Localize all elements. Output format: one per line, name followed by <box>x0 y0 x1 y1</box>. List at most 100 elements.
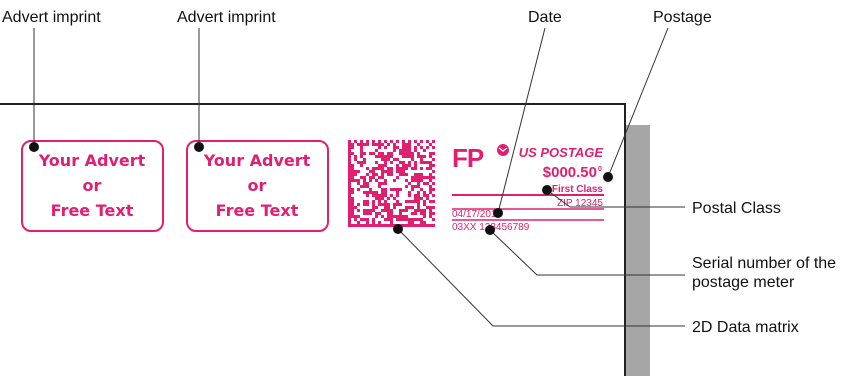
matrix-cell <box>399 173 402 176</box>
leader-serial <box>489 229 685 276</box>
matrix-cell <box>390 215 393 218</box>
matrix-cell <box>378 164 381 167</box>
matrix-cell <box>387 215 390 218</box>
matrix-cell <box>405 200 408 203</box>
matrix-cell <box>408 152 411 155</box>
matrix-cell <box>348 155 351 158</box>
matrix-cell <box>405 179 408 182</box>
matrix-cell <box>402 218 405 221</box>
matrix-cell <box>360 152 363 155</box>
postage-indicia: FP US POSTAGE $000.50 0 First Class ZIP … <box>452 143 604 233</box>
matrix-cell <box>390 161 393 164</box>
matrix-cell <box>390 209 393 212</box>
matrix-cell <box>396 146 399 149</box>
matrix-cell <box>354 215 357 218</box>
matrix-cell <box>420 197 423 200</box>
matrix-cell <box>369 152 372 155</box>
data-matrix <box>348 140 435 227</box>
matrix-cell <box>378 140 381 143</box>
zip-code: ZIP 12345 <box>557 198 603 209</box>
matrix-cell <box>351 209 354 212</box>
matrix-cell <box>384 191 387 194</box>
matrix-cell <box>414 161 417 164</box>
matrix-cell <box>387 143 390 146</box>
matrix-cell <box>405 218 408 221</box>
matrix-cell <box>363 224 366 227</box>
matrix-cell <box>381 188 384 191</box>
matrix-cell <box>351 203 354 206</box>
matrix-cell <box>348 161 351 164</box>
matrix-cell <box>384 170 387 173</box>
matrix-cell <box>414 197 417 200</box>
leader-matrix <box>397 228 685 327</box>
matrix-cell <box>402 155 405 158</box>
matrix-cell <box>417 203 420 206</box>
matrix-cell <box>372 173 375 176</box>
matrix-cell <box>414 185 417 188</box>
matrix-cell <box>417 155 420 158</box>
matrix-cell <box>363 161 366 164</box>
matrix-cell <box>417 152 420 155</box>
matrix-cell <box>372 200 375 203</box>
matrix-cell <box>414 146 417 149</box>
matrix-cell <box>432 212 435 215</box>
matrix-cell <box>357 209 360 212</box>
matrix-cell <box>363 209 366 212</box>
matrix-cell <box>405 224 408 227</box>
matrix-cell <box>414 218 417 221</box>
matrix-cell <box>381 209 384 212</box>
matrix-cell <box>387 209 390 212</box>
matrix-cell <box>360 143 363 146</box>
matrix-cell <box>366 167 369 170</box>
matrix-cell <box>384 158 387 161</box>
matrix-cell <box>366 191 369 194</box>
postage-amount-suffix: 0 <box>598 166 602 173</box>
label-date: Date <box>528 9 562 26</box>
matrix-cell <box>411 224 414 227</box>
matrix-cell <box>390 155 393 158</box>
matrix-cell <box>354 155 357 158</box>
matrix-cell <box>348 140 351 143</box>
matrix-cell <box>429 152 432 155</box>
matrix-cell <box>432 140 435 143</box>
matrix-cell <box>399 218 402 221</box>
matrix-cell <box>354 140 357 143</box>
matrix-cell <box>372 167 375 170</box>
matrix-cell <box>426 224 429 227</box>
matrix-cell <box>366 185 369 188</box>
matrix-cell <box>351 215 354 218</box>
dot-advert-2 <box>194 142 204 152</box>
matrix-cell <box>420 218 423 221</box>
matrix-cell <box>405 143 408 146</box>
matrix-cell <box>396 203 399 206</box>
leader-date <box>497 27 546 214</box>
matrix-cell <box>354 179 357 182</box>
matrix-cell <box>423 215 426 218</box>
matrix-cell <box>351 191 354 194</box>
matrix-cell <box>357 203 360 206</box>
matrix-cell <box>387 206 390 209</box>
matrix-cell <box>372 140 375 143</box>
matrix-cell <box>414 209 417 212</box>
matrix-cell <box>372 143 375 146</box>
matrix-cell <box>417 194 420 197</box>
matrix-cell <box>411 179 414 182</box>
matrix-cell <box>405 167 408 170</box>
matrix-cell <box>378 176 381 179</box>
matrix-cell <box>399 203 402 206</box>
matrix-cell <box>429 185 432 188</box>
matrix-cell <box>411 155 414 158</box>
matrix-cell <box>402 173 405 176</box>
matrix-cell <box>396 140 399 143</box>
matrix-cell <box>384 224 387 227</box>
matrix-cell <box>378 212 381 215</box>
advert-text-line1: Your Advert <box>38 151 146 170</box>
matrix-cell <box>387 212 390 215</box>
matrix-cell <box>408 143 411 146</box>
matrix-cell <box>348 185 351 188</box>
matrix-cell <box>408 194 411 197</box>
matrix-cell <box>411 152 414 155</box>
matrix-cell <box>417 182 420 185</box>
matrix-cell <box>399 212 402 215</box>
matrix-cell <box>357 221 360 224</box>
